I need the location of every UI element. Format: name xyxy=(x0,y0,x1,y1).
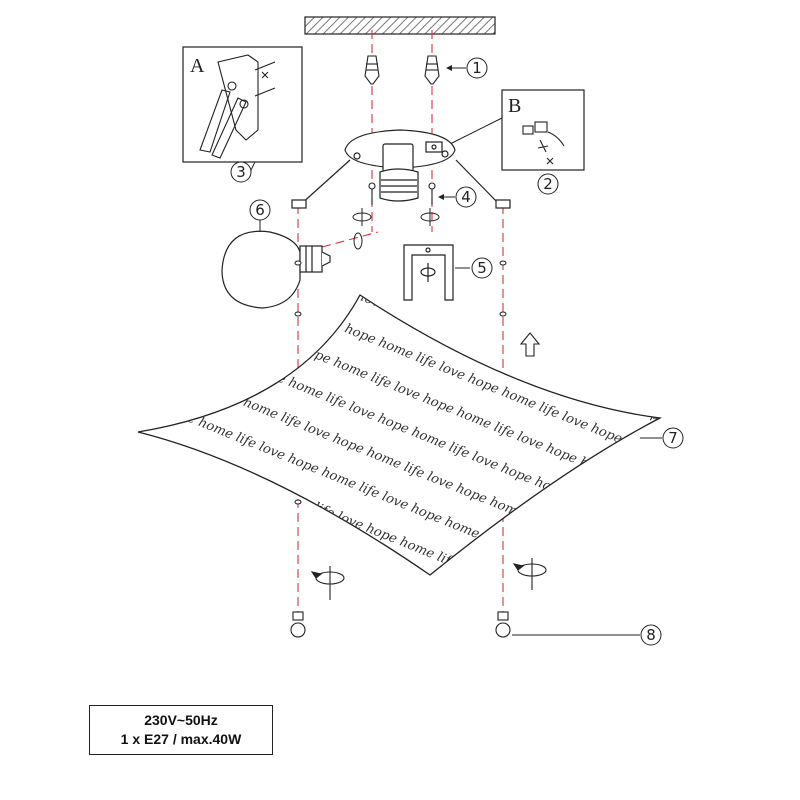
callout-2: 2 xyxy=(537,173,559,195)
rotate-arrow-bulb xyxy=(353,232,363,250)
inset-b: B xyxy=(447,89,585,171)
inset-a-letter: A xyxy=(190,55,205,77)
svg-text:4: 4 xyxy=(461,188,471,206)
rotate-arrow-left xyxy=(352,208,372,226)
callout-5: 5 xyxy=(471,257,493,279)
spec-box: 230V~50Hz 1 x E27 / max.40W xyxy=(89,705,273,755)
svg-text:5: 5 xyxy=(477,259,487,277)
callout-6: 6 xyxy=(249,199,271,221)
callout-1: 1 xyxy=(466,57,488,79)
spec-bulb: 1 x E27 / max.40W xyxy=(120,731,242,747)
light-bulb xyxy=(221,230,331,309)
svg-text:3: 3 xyxy=(236,163,246,181)
svg-text:2: 2 xyxy=(543,175,553,193)
inset-a: A xyxy=(182,46,303,173)
shade-script-pattern: love hope home life love hope home life … xyxy=(138,295,660,575)
callout-4: 4 xyxy=(455,186,477,208)
callout-8: 8 xyxy=(640,624,662,646)
svg-text:7: 7 xyxy=(668,429,678,447)
up-arrow-icon xyxy=(519,332,541,357)
finial-left xyxy=(290,611,306,638)
screw-right xyxy=(428,182,436,205)
rotate-arrow-bottom-right xyxy=(512,558,547,590)
spec-voltage: 230V~50Hz xyxy=(144,712,218,728)
wall-plug-right xyxy=(424,55,440,85)
callout-7: 7 xyxy=(662,427,684,449)
lamp-socket xyxy=(379,143,419,202)
svg-text:6: 6 xyxy=(255,201,265,219)
glass-shade: love hope home life love hope home life … xyxy=(137,294,663,576)
finial-right xyxy=(495,611,511,638)
rotate-arrow-right xyxy=(420,208,440,226)
callout-3: 3 xyxy=(230,161,252,183)
ceiling xyxy=(304,16,496,35)
screw-left xyxy=(368,182,376,205)
mounting-clip xyxy=(403,244,454,301)
svg-text:1: 1 xyxy=(472,59,482,77)
wall-plug-left xyxy=(364,55,380,85)
svg-text:8: 8 xyxy=(646,626,656,644)
inset-b-letter: B xyxy=(508,95,521,117)
rotate-arrow-bottom-left xyxy=(310,566,345,600)
